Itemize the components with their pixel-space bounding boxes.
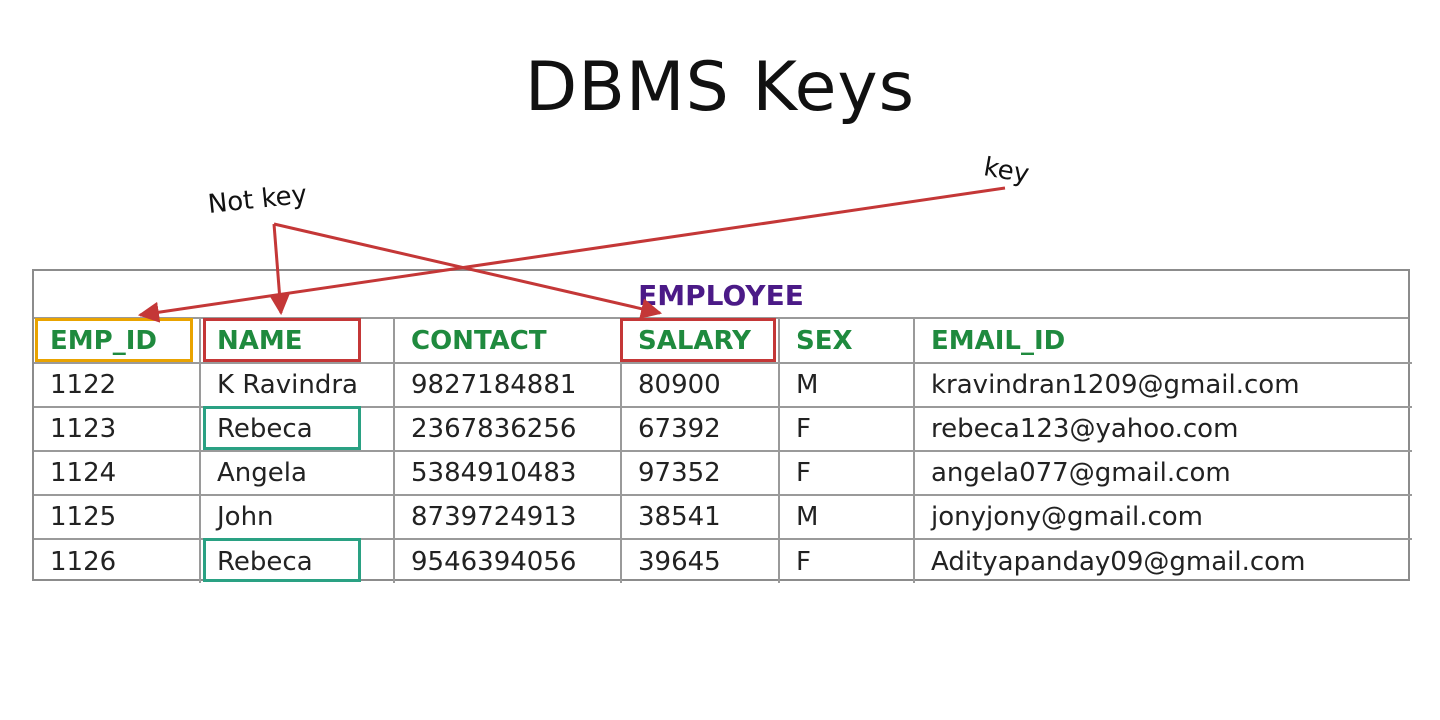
cell-emp-id: 1123 <box>34 407 201 452</box>
table-row: 1123 Rebeca 2367836256 67392 F rebeca123… <box>34 407 1412 452</box>
cell-contact: 9546394056 <box>394 539 622 583</box>
cell-contact: 5384910483 <box>394 451 622 496</box>
table-row: 1124 Angela 5384910483 97352 F angela077… <box>34 451 1412 496</box>
table-row: 1126 Rebeca 9546394056 39645 F Adityapan… <box>34 539 1412 583</box>
column-header-emp-id: EMP_ID <box>34 319 201 364</box>
cell-name: John <box>200 495 395 540</box>
table-row: 1125 John 8739724913 38541 M jonyjony@gm… <box>34 495 1412 540</box>
cell-email-id: kravindran1209@gmail.com <box>914 363 1412 408</box>
cell-email-id: Adityapanday09@gmail.com <box>931 546 1306 577</box>
cell-name: Angela <box>200 451 395 496</box>
cell-email-id: jonyjony@gmail.com <box>914 495 1412 540</box>
cell-salary: 80900 <box>621 363 780 408</box>
employee-table: EMPLOYEE EMP_ID NAME CONTACT SALARY SEX … <box>32 269 1412 583</box>
cell-email-id: rebeca123@yahoo.com <box>914 407 1412 452</box>
cell-contact: 2367836256 <box>394 407 622 452</box>
column-header-name: NAME <box>200 319 395 364</box>
cell-sex: M <box>779 363 915 408</box>
cell-sex: M <box>779 495 915 540</box>
cell-salary: 38541 <box>621 495 780 540</box>
column-header-contact: CONTACT <box>394 319 622 364</box>
cell-emp-id: 1124 <box>34 451 201 496</box>
cell-salary: 39645 <box>621 539 780 583</box>
cell-contact: 9827184881 <box>394 363 622 408</box>
cell-emp-id: 1126 <box>34 539 201 583</box>
cell-name: K Ravindra <box>200 363 395 408</box>
column-header-salary: SALARY <box>621 319 780 364</box>
cell-emp-id: 1122 <box>34 363 201 408</box>
cell-salary: 97352 <box>621 451 780 496</box>
cell-salary: 67392 <box>621 407 780 452</box>
header-row: EMP_ID NAME CONTACT SALARY SEX EMAIL_ID <box>34 319 1412 364</box>
cell-email-id: angela077@gmail.com <box>914 451 1412 496</box>
cell-emp-id: 1125 <box>34 495 201 540</box>
column-header-email-id: EMAIL_ID <box>914 319 1412 364</box>
employee-grid: EMP_ID NAME CONTACT SALARY SEX EMAIL_ID … <box>34 319 1412 583</box>
cell-contact: 8739724913 <box>394 495 622 540</box>
cell-sex: F <box>779 407 915 452</box>
table-title: EMPLOYEE <box>34 271 1408 319</box>
cell-name: Rebeca <box>200 407 395 452</box>
not-key-annotation: Not key <box>206 179 309 220</box>
page-title: DBMS Keys <box>524 48 916 127</box>
key-annotation: key <box>981 152 1032 190</box>
cell-sex: F <box>779 451 915 496</box>
cell-sex: F <box>779 539 915 583</box>
cell-name: Rebeca <box>200 539 395 583</box>
column-header-sex: SEX <box>779 319 915 364</box>
table-row: 1122 K Ravindra 9827184881 80900 M kravi… <box>34 363 1412 408</box>
